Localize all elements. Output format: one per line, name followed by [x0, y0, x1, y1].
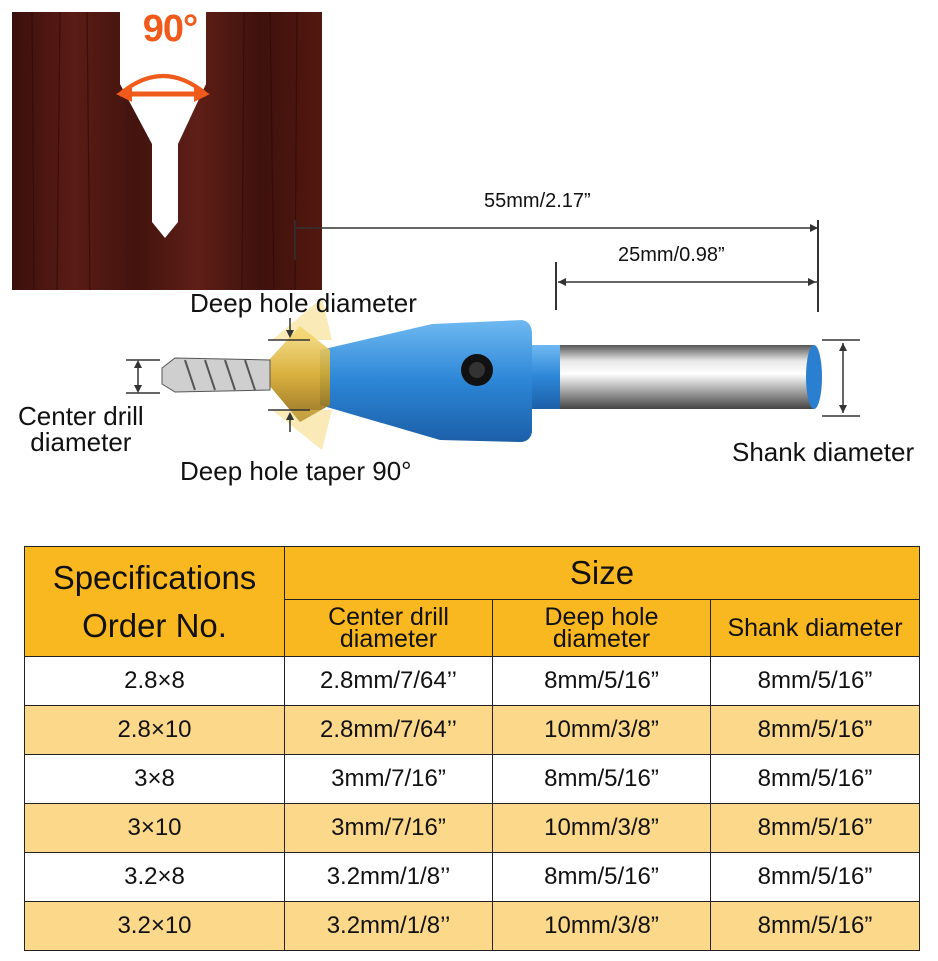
table-row: 3×10 3mm/7/16” 10mm/3/8” 8mm/5/16” [24, 803, 920, 853]
cell-deep: 10mm/3/8” [492, 705, 711, 755]
shank-length-label: 25mm/0.98” [618, 244, 725, 266]
cell-order: 3.2×8 [24, 852, 285, 902]
cell-shank: 8mm/5/16” [710, 754, 920, 804]
cell-center: 3mm/7/16” [284, 754, 493, 804]
header-center-line2: diameter [339, 625, 438, 653]
table-row: 3.2×10 3.2mm/1/8’’ 10mm/3/8” 8mm/5/16” [24, 901, 920, 951]
cell-center: 2.8mm/7/64’’ [284, 656, 493, 706]
table-row: 3.2×8 3.2mm/1/8’’ 8mm/5/16” 8mm/5/16” [24, 852, 920, 902]
center-drill-line1: Center drill [18, 401, 144, 431]
table-row: 2.8×8 2.8mm/7/64’’ 8mm/5/16” 8mm/5/16” [24, 656, 920, 706]
header-specifications: Specifications Order No. [24, 546, 285, 657]
cell-center: 3mm/7/16” [284, 803, 493, 853]
header-spec-line2: Order No. [82, 606, 227, 644]
cell-center: 3.2mm/1/8’’ [284, 852, 493, 902]
header-center-line1: Center drill [328, 603, 449, 631]
taper-label: Deep hole taper 90° [180, 456, 412, 486]
cell-deep: 10mm/3/8” [492, 901, 711, 951]
cell-shank: 8mm/5/16” [710, 852, 920, 902]
cell-order: 3×10 [24, 803, 285, 853]
cell-deep: 8mm/5/16” [492, 656, 711, 706]
header-deep-line2: diameter [552, 625, 651, 653]
wood-cross-section-illustration [12, 12, 322, 290]
specifications-table: Specifications Order No. Size Center dri… [24, 546, 920, 951]
cell-order: 2.8×10 [24, 705, 285, 755]
header-spec-line1: Specifications [52, 558, 257, 596]
center-drill-diameter-label: Center drill diameter [18, 403, 144, 455]
cell-order: 2.8×8 [24, 656, 285, 706]
header-deep-hole: Deep hole diameter [492, 599, 711, 657]
cell-deep: 10mm/3/8” [492, 803, 711, 853]
angle-label: 90° [142, 8, 198, 50]
center-drill-line2: diameter [30, 427, 132, 457]
cell-shank: 8mm/5/16” [710, 803, 920, 853]
header-center-drill: Center drill diameter [284, 599, 493, 657]
deep-hole-diameter-label: Deep hole diameter [190, 288, 417, 318]
header-shank-diameter: Shank diameter [710, 599, 920, 657]
cell-order: 3.2×10 [24, 901, 285, 951]
cell-shank: 8mm/5/16” [710, 656, 920, 706]
cell-order: 3×8 [24, 754, 285, 804]
table-row: 2.8×10 2.8mm/7/64’’ 10mm/3/8” 8mm/5/16” [24, 705, 920, 755]
overall-length-label: 55mm/2.17” [484, 190, 591, 212]
cell-shank: 8mm/5/16” [710, 705, 920, 755]
cell-center: 2.8mm/7/64’’ [284, 705, 493, 755]
cell-deep: 8mm/5/16” [492, 852, 711, 902]
header-deep-line1: Deep hole [544, 603, 659, 631]
shank-diameter-label: Shank diameter [732, 437, 915, 467]
drill-bit-illustration [126, 220, 860, 450]
cell-deep: 8mm/5/16” [492, 754, 711, 804]
table-row: 3×8 3mm/7/16” 8mm/5/16” 8mm/5/16” [24, 754, 920, 804]
cell-shank: 8mm/5/16” [710, 901, 920, 951]
header-size: Size [284, 546, 920, 600]
cell-center: 3.2mm/1/8’’ [284, 901, 493, 951]
